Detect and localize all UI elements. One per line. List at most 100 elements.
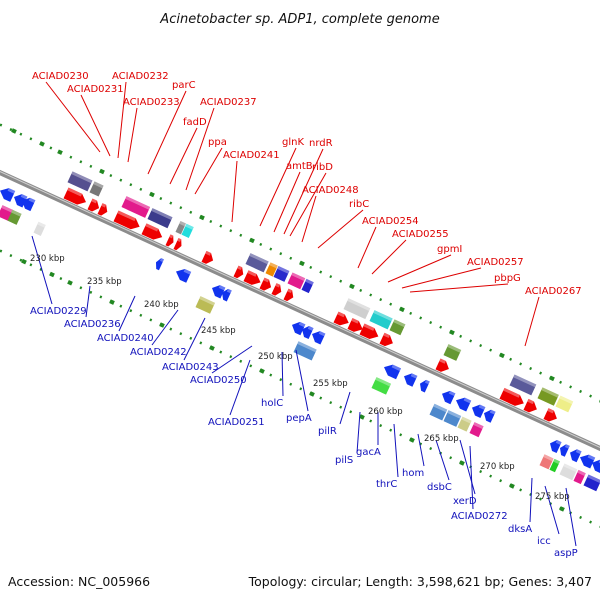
position-tick-label: 240 kbp (144, 300, 179, 310)
forward-gene-arrow (359, 323, 379, 340)
tick-dots-lower (0, 249, 600, 528)
forward-gene-label: ribD (312, 162, 333, 173)
tick-dash (259, 368, 265, 374)
forward-callout-line (401, 267, 482, 289)
reverse-gene-arrow (592, 459, 600, 474)
reverse-gene-box (457, 416, 472, 432)
forward-gene-label: nrdR (309, 138, 333, 149)
forward-gene-label: amtB (286, 161, 313, 172)
reverse-callout-line (229, 359, 251, 416)
forward-gene-box (147, 208, 173, 229)
reverse-gene-arrow (14, 194, 28, 208)
forward-gene-arrow (243, 270, 261, 285)
reverse-gene-arrow (22, 197, 36, 212)
tick-dash (309, 391, 315, 397)
reverse-gene-arrow (384, 364, 402, 380)
reverse-gene-box (583, 474, 600, 492)
reverse-callout-line (281, 351, 284, 397)
reverse-gene-label: ACIAD0272 (451, 511, 508, 522)
position-tick-label: 245 kbp (201, 326, 236, 336)
reverse-gene-box (371, 377, 392, 395)
forward-gene-label: ACIAD0267 (525, 286, 582, 297)
reverse-callout-line (393, 423, 399, 478)
tick-dash (249, 237, 255, 244)
reverse-gene-arrow (442, 390, 456, 405)
reverse-gene-box (573, 469, 586, 485)
forward-gene-box (537, 387, 559, 406)
reverse-gene-label: ACIAD0250 (190, 375, 247, 386)
forward-gene-arrow (201, 250, 214, 264)
reverse-gene-box (429, 403, 448, 421)
forward-gene-label: parC (172, 80, 196, 91)
reverse-gene-arrow (570, 449, 582, 463)
forward-callout-line (117, 81, 127, 159)
reverse-gene-label: xerD (453, 496, 477, 507)
reverse-gene-arrow (484, 409, 496, 423)
forward-gene-arrow (271, 283, 282, 296)
reverse-gene-label: gacA (356, 447, 381, 458)
forward-gene-arrow (165, 234, 174, 247)
forward-gene-box (389, 319, 406, 336)
forward-gene-label: gpmI (437, 244, 462, 255)
tick-dash (299, 260, 305, 267)
reverse-gene-box (443, 410, 462, 427)
reverse-gene-label: pepA (286, 413, 312, 424)
forward-gene-label: ACIAD0232 (112, 71, 169, 82)
reverse-gene-arrow (222, 288, 232, 302)
forward-gene-arrow (63, 187, 86, 205)
forward-callout-line (273, 171, 301, 233)
forward-gene-label: glnK (282, 137, 304, 148)
tick-dash (509, 483, 515, 489)
reverse-gene-label: hom (402, 468, 424, 479)
reverse-gene-arrow (312, 331, 326, 345)
forward-gene-label: ACIAD0255 (392, 229, 449, 240)
forward-gene-label: ACIAD0237 (200, 97, 257, 108)
tick-dash (399, 306, 405, 313)
forward-gene-box (369, 310, 393, 330)
forward-callout-line (80, 94, 111, 157)
tick-dash (199, 214, 205, 221)
tick-dash (21, 258, 27, 265)
forward-callout-line (127, 107, 138, 163)
reverse-gene-label: ACIAD0229 (30, 306, 87, 317)
tick-dash (499, 352, 505, 359)
reverse-gene-arrow (176, 268, 192, 283)
forward-gene-arrow (173, 238, 182, 251)
forward-gene-label: fadD (183, 117, 207, 128)
reverse-callout-line (183, 317, 206, 361)
forward-gene-box (89, 181, 104, 197)
position-tick-label: 275 kbp (535, 492, 570, 502)
reverse-gene-label: icc (537, 536, 551, 547)
forward-callout-line (185, 107, 215, 191)
forward-gene-arrow (347, 318, 363, 332)
tick-dash (39, 141, 45, 147)
tick-dash (549, 375, 555, 382)
reverse-gene-arrow (156, 258, 164, 271)
forward-gene-label: ACIAD0241 (223, 150, 280, 161)
reverse-gene-label: pilS (335, 455, 353, 466)
forward-gene-label: ACIAD0231 (67, 84, 124, 95)
position-tick-label: 250 kbp (258, 352, 293, 362)
accession-text: Accession: NC_005966 (8, 574, 150, 589)
tick-dash (99, 168, 105, 175)
forward-callout-line (289, 172, 327, 237)
reverse-gene-label: aspP (554, 548, 578, 559)
forward-gene-arrow (259, 277, 272, 291)
forward-gene-arrow (141, 223, 163, 240)
reverse-gene-box (539, 454, 554, 470)
reverse-callout-line (544, 485, 560, 535)
reverse-gene-arrow (560, 444, 570, 457)
forward-gene-label: ACIAD0257 (467, 257, 524, 268)
reverse-callout-line (435, 439, 450, 481)
reverse-gene-box (195, 296, 216, 314)
genome-backbone-highlight (0, 171, 600, 448)
forward-gene-box (67, 171, 93, 192)
reverse-callout-line (339, 391, 351, 425)
topology-text: Topology: circular; Length: 3,598,621 bp… (248, 574, 592, 589)
reverse-gene-arrow (212, 285, 226, 299)
forward-callout-line (524, 296, 540, 347)
reverse-gene-label: ACIAD0236 (64, 319, 121, 330)
forward-gene-label: ACIAD0254 (362, 216, 419, 227)
reverse-gene-box (469, 422, 484, 438)
